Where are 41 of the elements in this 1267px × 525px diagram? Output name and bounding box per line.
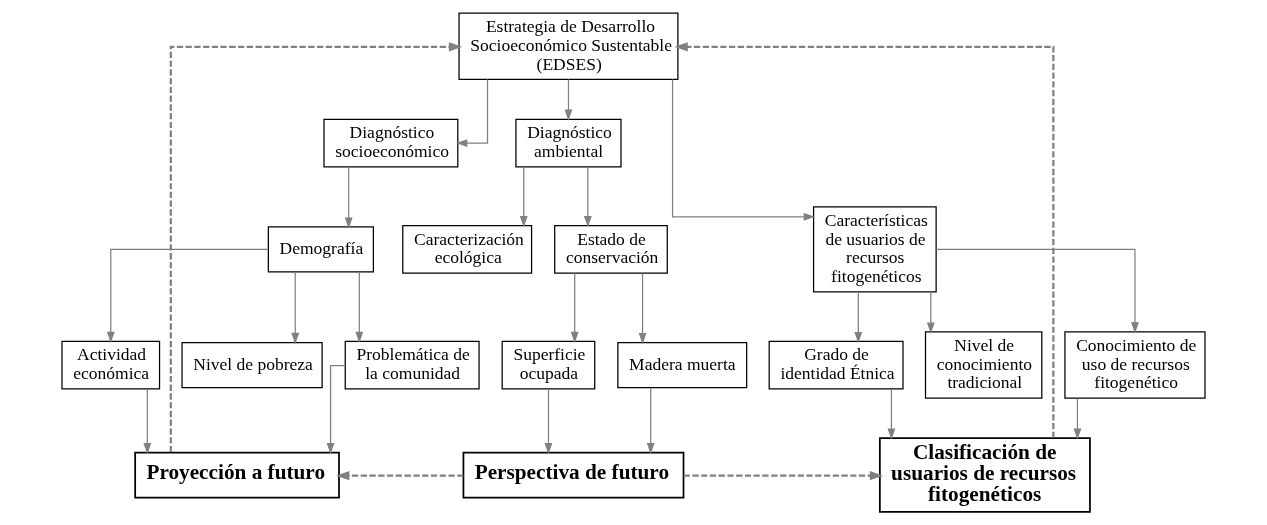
arrow bbox=[683, 471, 884, 481]
node-box: Nivel de conocimiento tradicional bbox=[924, 331, 1043, 399]
arrow bbox=[926, 291, 935, 334]
node-box: Grado de identidad Étnica bbox=[768, 340, 904, 390]
node-box: Superficie ocupada bbox=[501, 340, 596, 390]
node-box: Diagnóstico socioeconómico bbox=[323, 118, 459, 168]
arrow bbox=[106, 248, 269, 343]
arrow bbox=[583, 166, 592, 228]
node-box: Características de usuarios de recursos fitogenéticos bbox=[812, 206, 937, 293]
arrow bbox=[646, 387, 655, 455]
arrow bbox=[935, 248, 1139, 334]
node-box: Clasificación de usuarios de recursos fitogenéticos bbox=[879, 437, 1091, 513]
arrow bbox=[291, 271, 300, 345]
arrow bbox=[564, 78, 573, 121]
arrow bbox=[570, 272, 579, 343]
node-box: Proyección a futuro bbox=[134, 451, 340, 499]
arrow bbox=[854, 291, 863, 344]
arrow bbox=[456, 78, 489, 148]
node-box: Estado de conservación bbox=[554, 225, 668, 274]
arrow bbox=[544, 388, 553, 455]
node-box: Perspectiva de futuro bbox=[462, 451, 685, 499]
arrow bbox=[143, 388, 152, 455]
arrow bbox=[355, 271, 364, 343]
arrow bbox=[344, 166, 353, 229]
arrow bbox=[519, 166, 528, 228]
node-box: Estrategia de Desarrollo Socioeconómico Sustentable (EDSES) bbox=[458, 12, 679, 80]
arrow bbox=[671, 78, 815, 221]
arrow bbox=[1073, 398, 1082, 440]
arrow bbox=[638, 272, 647, 345]
arrow bbox=[887, 388, 896, 440]
node-box: Actividad económica bbox=[61, 340, 161, 390]
node-box: Conocimiento de uso de recursos fitogenético bbox=[1064, 331, 1206, 399]
node-box: Caracterización ecológica bbox=[402, 225, 533, 274]
node-box: Madera muerta bbox=[617, 341, 748, 389]
arrow bbox=[169, 42, 463, 453]
arrow bbox=[336, 471, 464, 481]
node-box: Diagnóstico ambiental bbox=[515, 118, 622, 168]
node-box: Demografía bbox=[267, 226, 374, 273]
node-box: Problemática de la comunidad bbox=[344, 340, 480, 390]
arrow bbox=[674, 42, 1055, 438]
node-box: Nivel de pobreza bbox=[181, 341, 323, 389]
